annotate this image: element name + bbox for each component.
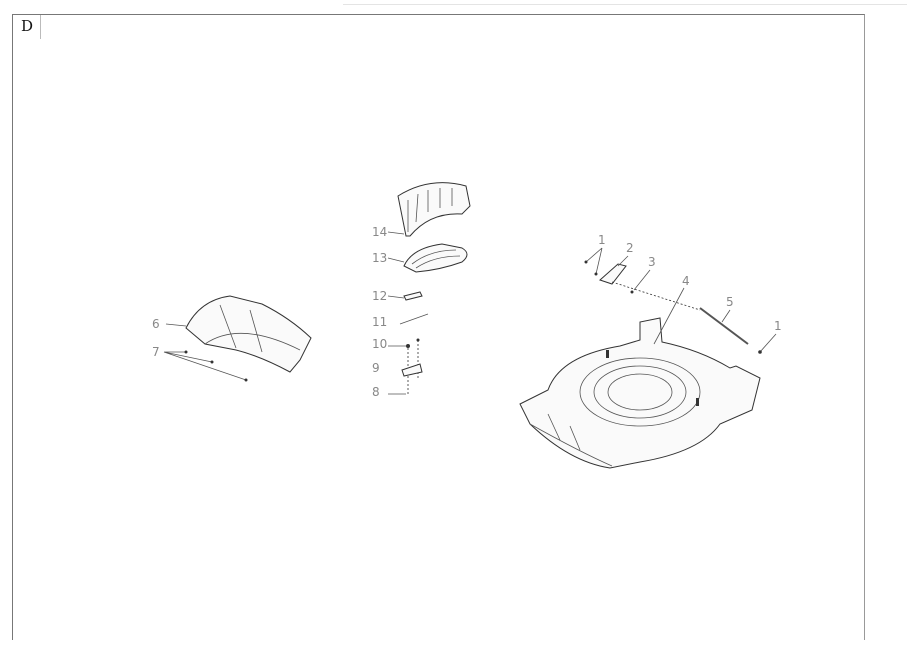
callout-7: 7 <box>152 345 160 359</box>
part-13-grille <box>403 243 468 273</box>
top-toolbar-edge <box>343 0 907 5</box>
part-11-rod <box>399 313 429 325</box>
callout-1a: 1 <box>598 233 606 247</box>
callout-8: 8 <box>372 385 380 399</box>
divider <box>40 15 41 39</box>
callout-9: 9 <box>372 361 380 375</box>
part-2-wheel-adjuster <box>599 263 627 285</box>
callout-14: 14 <box>372 225 387 239</box>
callout-4: 4 <box>682 274 690 288</box>
part-5-axle <box>699 307 749 345</box>
callout-1b: 1 <box>774 319 782 333</box>
callout-13: 13 <box>372 251 387 265</box>
part-6-rear-flap <box>185 295 312 373</box>
callout-5: 5 <box>726 295 734 309</box>
part-9-bracket <box>401 363 423 377</box>
callout-6: 6 <box>152 317 160 331</box>
part-14-cover <box>397 182 471 237</box>
page-letter: D <box>21 17 34 35</box>
callout-11: 11 <box>372 315 387 329</box>
drawing-sheet: D <box>12 14 865 640</box>
callout-10: 10 <box>372 337 387 351</box>
part-12-spring <box>403 291 423 301</box>
part-4-deck <box>519 317 761 469</box>
callout-2: 2 <box>626 241 634 255</box>
callout-3: 3 <box>648 255 656 269</box>
callout-12: 12 <box>372 289 387 303</box>
